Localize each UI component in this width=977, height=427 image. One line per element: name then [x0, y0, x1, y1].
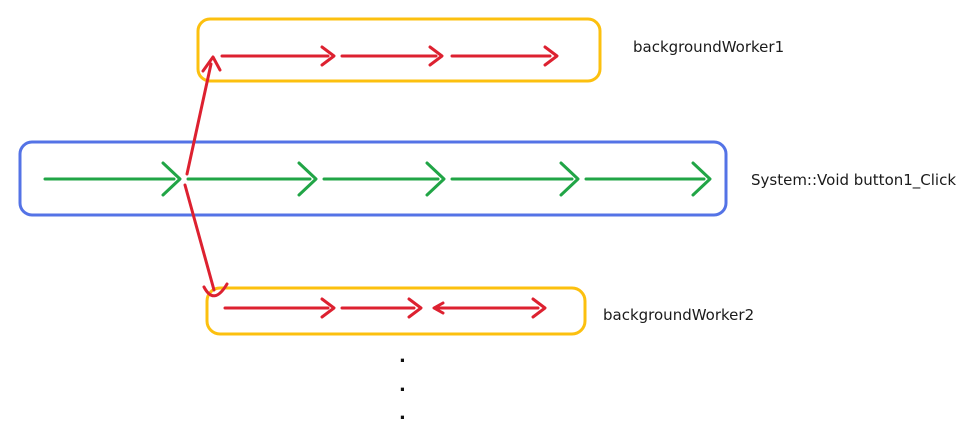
- arrow-head-icon: [425, 161, 446, 197]
- worker1-timeline-arrows: [220, 45, 559, 67]
- arrow-head-icon: [320, 45, 336, 67]
- worker1-thread-label: backgroundWorker1: [633, 38, 785, 56]
- curved-arrow-head-icon: [202, 282, 229, 298]
- continuation-dot: .: [399, 346, 406, 367]
- arrow-head-icon: [428, 45, 444, 67]
- continuation-dot: .: [399, 403, 406, 424]
- arrow-head-icon: [531, 297, 547, 319]
- worker2-thread-label: backgroundWorker2: [603, 306, 755, 324]
- continuation-dot: .: [399, 375, 406, 396]
- fork-arrow-to-worker2: [183, 183, 229, 298]
- main-thread-label: System::Void button1_Click: [751, 171, 957, 189]
- arrow-head-icon: [559, 161, 580, 197]
- arrow-head-icon: [161, 161, 182, 197]
- worker2-timeline-arrows: [223, 297, 547, 319]
- arrow-head-icon: [201, 55, 222, 73]
- arrow-head-icon: [297, 161, 318, 197]
- main-thread-timeline-arrows: [43, 161, 712, 197]
- arrow-head-icon: [691, 161, 712, 197]
- worker1-thread-box: [196, 17, 602, 83]
- fork-arrow-to-worker1: [185, 55, 222, 176]
- worker2-thread-box: [205, 286, 587, 336]
- arrow-head-icon: [320, 297, 336, 319]
- arrow-head-icon: [407, 297, 423, 319]
- small-left-arrow-head-icon: [432, 301, 445, 315]
- main-thread-box: [18, 140, 728, 217]
- arrow-head-icon: [543, 45, 559, 67]
